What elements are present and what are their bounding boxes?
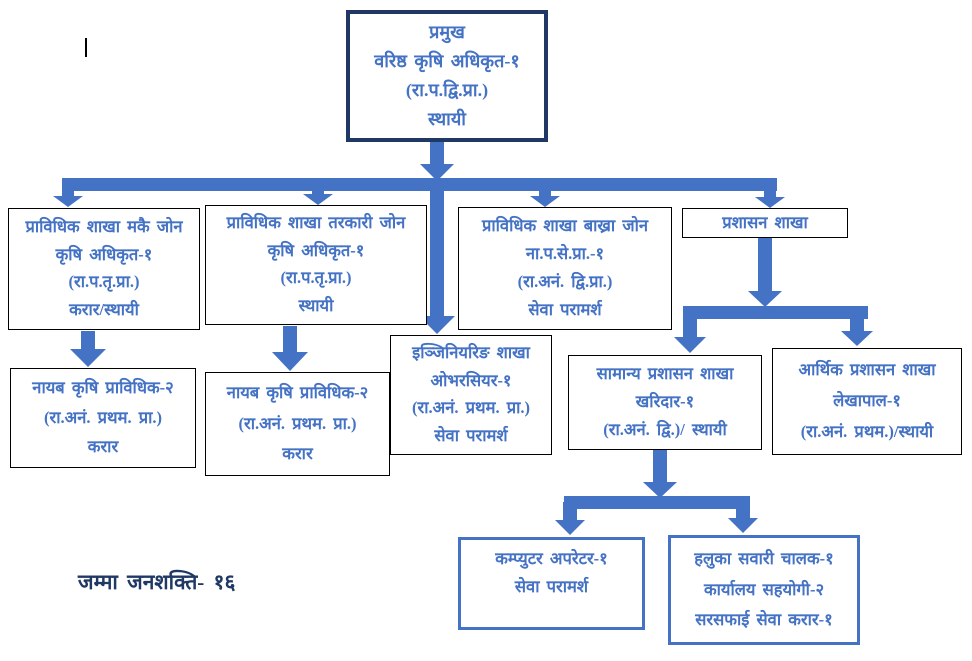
connector-drop-engineering (419, 184, 455, 334)
box-line: आर्थिक प्रशासन शाखा (798, 360, 936, 380)
org-box-driver-helper: हलुका सवारी चालक-१ कार्यालय सहयोगी-२ सरस… (668, 535, 860, 645)
box-line: स्थायी (298, 295, 334, 315)
box-line: नायब कृषि प्राविधिक-२ (226, 383, 369, 403)
org-box-arthik-prashasan: आर्थिक प्रशासन शाखा लेखापाल-१ (रा.अनं. प… (772, 348, 962, 455)
box-line: सेवा परामर्श (434, 425, 508, 445)
connector-samanya-stem (643, 450, 677, 498)
connector-samanya-bar (564, 496, 750, 509)
total-manpower-label: जम्मा जनशक्ति- १६ (78, 570, 236, 594)
box-line: प्रमुख (429, 22, 465, 43)
connector-drop-makai (53, 184, 83, 207)
box-line: कार्यालय सहयोगी-२ (703, 579, 825, 599)
connector-root-stem-arrow (420, 142, 454, 181)
org-box-makai-zone: प्राविधिक शाखा मकै जोन कृषि अधिकृत-१ (रा… (8, 208, 200, 330)
box-line: करार (282, 443, 313, 463)
box-line: सामान्य प्रशासन शाखा (596, 364, 734, 384)
box-line: प्राविधिक शाखा मकै जोन (25, 216, 183, 236)
box-line: इञ्जिनियरिङ शाखा (412, 343, 530, 363)
org-box-nayab-1: नायब कृषि प्राविधिक-२ (रा.अनं. प्रथम. प्… (10, 368, 196, 468)
box-line: प्राविधिक शाखा बाख्रा जोन (482, 216, 648, 236)
box-line: (रा.अनं. प्रथम. प्रा.) (44, 407, 162, 427)
box-line: (रा.प.तृ.प्रा.) (68, 272, 140, 292)
connector-drop-computer (555, 502, 585, 535)
connector-drop-haluka (728, 502, 758, 533)
box-line: करार (87, 436, 119, 456)
box-line: नायब कृषि प्राविधिक-२ (32, 378, 174, 398)
stray-cursor-mark (85, 38, 87, 57)
box-line: (रा.अनं. प्रथम.)/स्थायी (800, 421, 934, 441)
box-line: प्रशासन शाखा (722, 212, 808, 232)
org-box-tarkari-zone: प्राविधिक शाखा तरकारी जोन कृषि अधिकृत-१ … (205, 205, 427, 325)
org-box-prashasan: प्रशासन शाखा (682, 208, 848, 238)
box-line: खरिदार-१ (635, 392, 695, 411)
connector-makai-nayab1 (70, 331, 106, 367)
box-line: ना.प.से.प्रा.-१ (525, 244, 605, 263)
connector-drop-prashasan (755, 184, 785, 208)
connector-tarkari-nayab2 (272, 326, 308, 371)
connector-prashasan-bar (683, 306, 868, 319)
org-box-samanya-prashasan: सामान्य प्रशासन शाखा खरिदार-१ (रा.अनं. द… (568, 355, 762, 450)
org-box-computer-operator: कम्प्युटर अपरेटर-१ सेवा परामर्श (458, 537, 645, 630)
box-line: कृषि अधिकृत-१ (267, 240, 365, 260)
connector-drop-tarkari (303, 184, 333, 205)
box-line: हलुका सवारी चालक-१ (694, 548, 834, 568)
box-line: (रा.प.तृ.प्रा.) (280, 268, 352, 288)
connector-drop-arthik (841, 312, 873, 346)
connector-prashasan-stem (748, 238, 782, 307)
box-line: स्थायी (428, 109, 466, 130)
box-line: ओभरसियर-१ (430, 370, 512, 390)
org-box-engineering: इञ्जिनियरिङ शाखा ओभरसियर-१ (रा.अनं. प्रथ… (390, 335, 552, 455)
box-line: (रा.अनं. प्रथम. प्रा.) (238, 413, 357, 433)
org-box-nayab-2: नायब कृषि प्राविधिक-२ (रा.अनं. प्रथम. प्… (205, 372, 390, 476)
box-line: सेवा परामर्श (528, 299, 602, 319)
connector-drop-bakhra (530, 184, 560, 207)
box-line: सेवा परामर्श (514, 576, 589, 596)
box-line: (रा.अनं. द्वि.)/ स्थायी (603, 419, 727, 439)
connector-drop-samanya (674, 312, 706, 353)
box-line: करार/स्थायी (69, 300, 139, 320)
org-box-root: प्रमुख वरिष्ठ कृषि अधिकृत-१ (रा.प.द्वि.प… (346, 10, 548, 142)
box-line: वरिष्ठ कृषि अधिकृत-१ (374, 51, 520, 72)
box-line: लेखापाल-१ (833, 391, 901, 410)
box-line: कृषि अधिकृत-१ (55, 244, 153, 264)
box-line: सरसफाई सेवा करार-१ (695, 610, 833, 630)
box-line: कम्प्युटर अपरेटर-१ (495, 549, 608, 568)
box-line: (रा.अनं. द्वि.प्रा.) (517, 271, 613, 291)
connector-main-bar (62, 178, 777, 191)
box-line: प्राविधिक शाखा तरकारी जोन (226, 213, 406, 233)
box-line: (रा.अनं. प्रथम. प्रा.) (412, 398, 530, 418)
org-box-bakhra-zone: प्राविधिक शाखा बाख्रा जोन ना.प.से.प्रा.-… (458, 207, 672, 330)
box-line: (रा.प.द्वि.प्रा.) (405, 80, 489, 101)
